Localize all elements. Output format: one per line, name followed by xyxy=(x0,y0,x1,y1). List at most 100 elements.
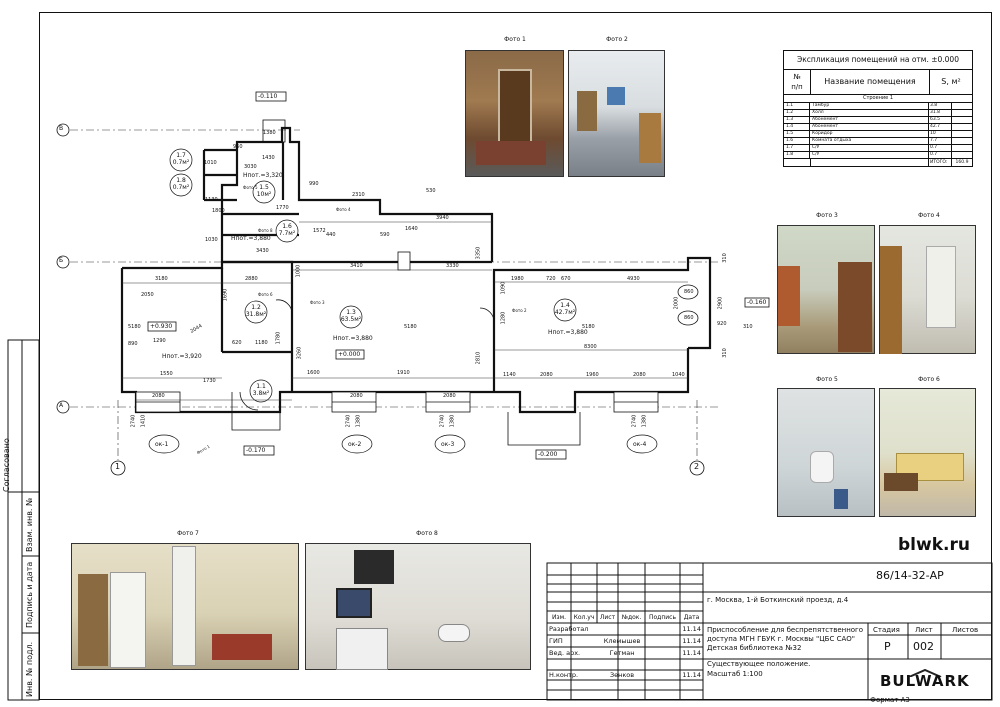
level-bottom-mid: -0.200 xyxy=(538,451,558,458)
explication-row-area: 42.7 xyxy=(929,124,952,130)
project-title: Приспособление для беспрепятственного до… xyxy=(707,626,864,652)
plan-photo-mark-8: Фото 8 xyxy=(258,228,273,233)
dim: 8300 xyxy=(584,344,597,350)
person-signature xyxy=(646,670,681,680)
height-2: Hпот.=3,880 xyxy=(231,235,271,242)
plan-photo-mark-5: Фото 5 xyxy=(243,185,258,190)
plan-photo-mark-3: Фото 3 xyxy=(310,300,325,305)
person-role xyxy=(547,659,598,670)
dim: 1572 xyxy=(313,228,326,234)
dim: 670 xyxy=(561,276,571,282)
person-date: 11.14 xyxy=(682,637,701,645)
window-ok-4: ок-4 xyxy=(633,441,647,448)
explication-row-name: Комната отдыха xyxy=(810,138,929,144)
dim: 890 xyxy=(128,341,138,347)
explication-total: 160.9 xyxy=(955,160,969,165)
dim: 5180 xyxy=(404,324,417,330)
explication-row-name: Тамбур xyxy=(810,103,929,109)
dim: 1980 xyxy=(511,276,524,282)
person-name xyxy=(598,659,645,670)
explication-table: Экспликация помещений на отм. ±0.000 № п… xyxy=(783,50,973,167)
stage-label: Стадия xyxy=(873,626,900,634)
person-signature xyxy=(646,635,681,647)
title-block-person-row xyxy=(547,659,703,670)
format: Формат А3 xyxy=(870,696,910,704)
explication-row-name: Коридор xyxy=(810,131,929,137)
explication-total-label: ИТОГО: xyxy=(929,159,952,166)
dim: 1140 xyxy=(503,372,516,378)
sheet-value: 002 xyxy=(913,640,934,653)
axis-2-label: 2 xyxy=(694,462,700,471)
dim: 620 xyxy=(232,340,242,346)
explication-row-num: 1.3 xyxy=(784,117,810,123)
dim: 1600 xyxy=(307,370,320,376)
explication-row-num: 1.4 xyxy=(784,124,810,130)
dim: 530 xyxy=(426,188,436,194)
explication-row-area: 3.8 xyxy=(929,103,952,109)
level-hall: +0.930 xyxy=(150,323,173,330)
photo-1 xyxy=(465,50,564,177)
explication-row-name: С/У xyxy=(810,145,929,151)
scale: Масштаб 1:100 xyxy=(707,670,763,678)
dim: 1910 xyxy=(397,370,410,376)
person-role: Разработал xyxy=(549,625,589,633)
photo-4 xyxy=(879,225,976,354)
dim: 3430 xyxy=(256,248,269,254)
photo-8-caption: Фото 8 xyxy=(416,530,438,537)
dim: 720 xyxy=(546,276,556,282)
dim: 2310 xyxy=(352,192,365,198)
person-signature xyxy=(646,659,681,670)
dim: 2080 xyxy=(152,393,165,399)
dim: 1770 xyxy=(276,205,289,211)
window-ok-2: ок-2 xyxy=(348,441,362,448)
explication-row-area: 0.7 xyxy=(929,152,952,158)
site-link[interactable]: blwk.ru xyxy=(898,535,970,555)
dim: 1010 xyxy=(204,160,217,166)
dim: 1430 xyxy=(262,155,275,161)
dim: 3940 xyxy=(436,215,449,221)
photo-6 xyxy=(879,388,976,517)
explication-row-num: 1.6 xyxy=(784,138,810,144)
explication-row-area: 63.5 xyxy=(929,117,952,123)
person-signature xyxy=(646,623,681,635)
dim: 990 xyxy=(309,181,319,187)
explication-row-num: 1.5 xyxy=(784,131,810,137)
plan-photo-mark-2: Фото 2 xyxy=(512,308,527,313)
bulwark-logo: BULWARK xyxy=(880,672,970,690)
dim: 920 xyxy=(717,321,727,327)
photo-3-caption: Фото 3 xyxy=(816,212,838,219)
person-role: ГИП xyxy=(549,637,563,645)
dim: 1730 xyxy=(203,378,216,384)
title-block-header-cell: Кол.уч xyxy=(573,614,595,621)
explication-row-area: 10 xyxy=(929,131,952,137)
dim: 1180 xyxy=(255,340,268,346)
dim: 1960 xyxy=(586,372,599,378)
photo-6-caption: Фото 6 xyxy=(918,376,940,383)
person-date xyxy=(680,659,703,670)
photo-4-caption: Фото 4 xyxy=(918,212,940,219)
person-date: 11.14 xyxy=(682,625,701,633)
level-top: -0.110 xyxy=(258,93,278,100)
plan-photo-mark-4: Фото 4 xyxy=(336,207,351,212)
height-5: Hпот.=3,880 xyxy=(548,329,588,336)
person-date: 11.14 xyxy=(682,649,701,657)
explication-row-num: 1.1 xyxy=(784,103,810,109)
explication-row-name: С/У xyxy=(810,152,929,158)
dim: 3180 xyxy=(155,276,168,282)
photo-2-caption: Фото 2 xyxy=(606,36,628,43)
axis-a-label: А xyxy=(59,402,64,409)
